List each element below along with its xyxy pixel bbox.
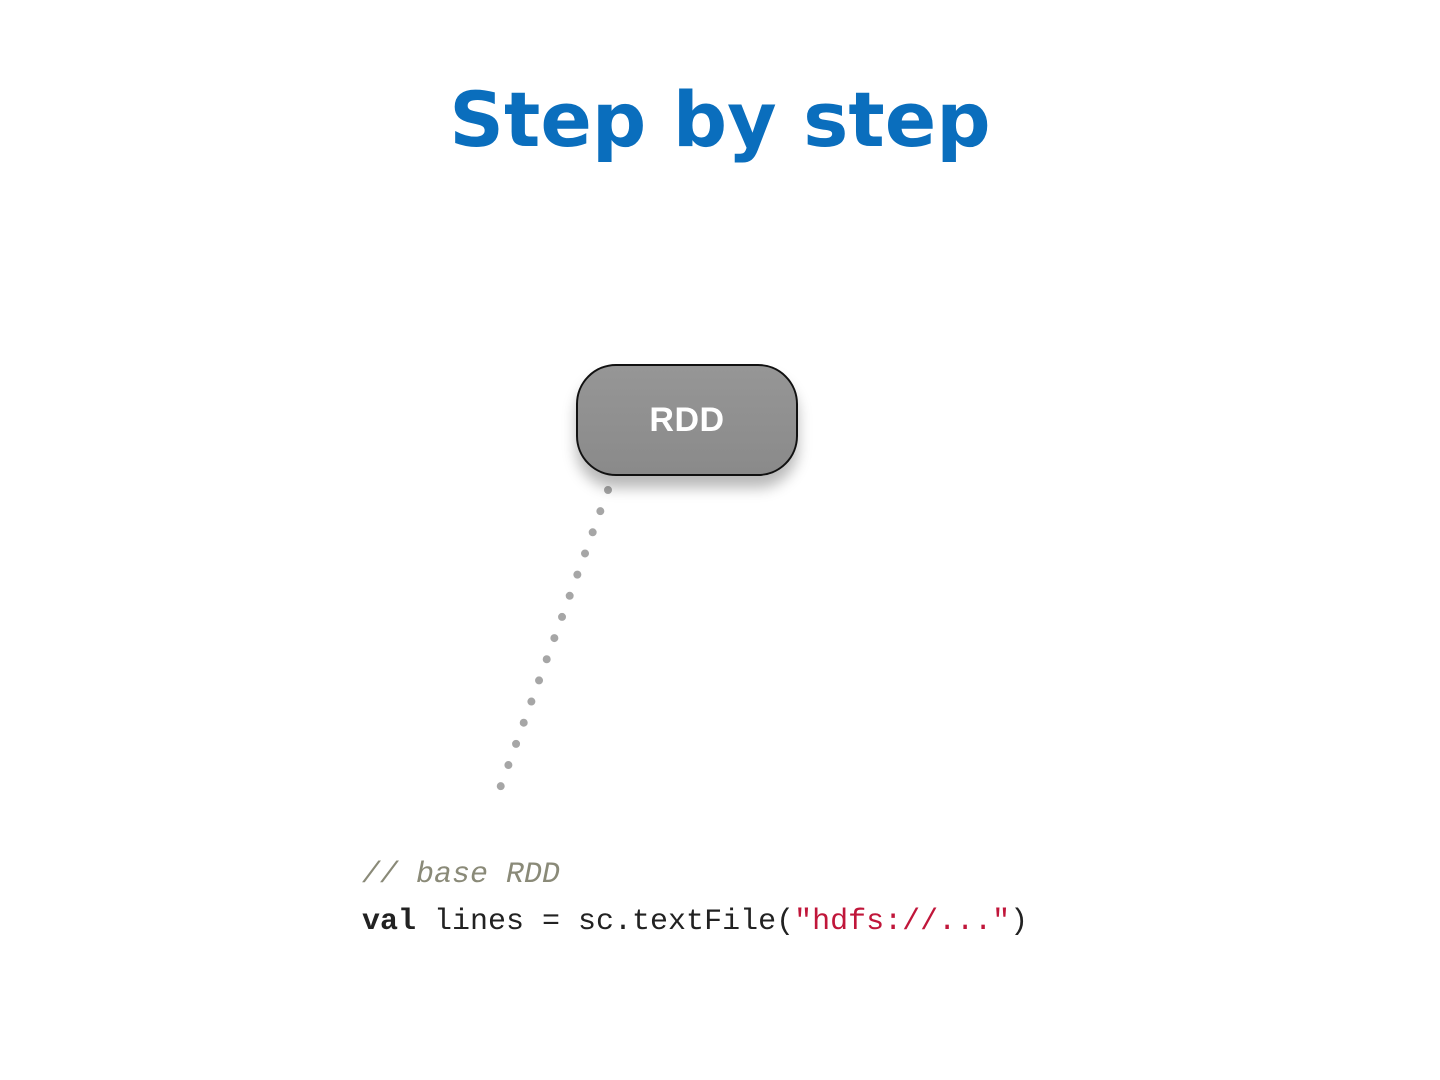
edge-rdd-to-code (491, 486, 612, 806)
code-statement-tail: ) (1010, 905, 1029, 939)
rdd-node: RDD (576, 364, 798, 476)
rdd-node-label: RDD (649, 400, 725, 439)
code-string-literal: "hdfs://..." (794, 905, 1011, 939)
code-statement-head: lines = sc.textFile( (416, 905, 795, 939)
code-keyword: val (362, 905, 417, 939)
slide-title: Step by step (449, 75, 991, 164)
code-line: val lines = sc.textFile("hdfs://...") (362, 899, 1028, 946)
code-comment: // base RDD (362, 858, 561, 892)
code-block: // base RDD val lines = sc.textFile("hdfs… (362, 852, 1028, 946)
